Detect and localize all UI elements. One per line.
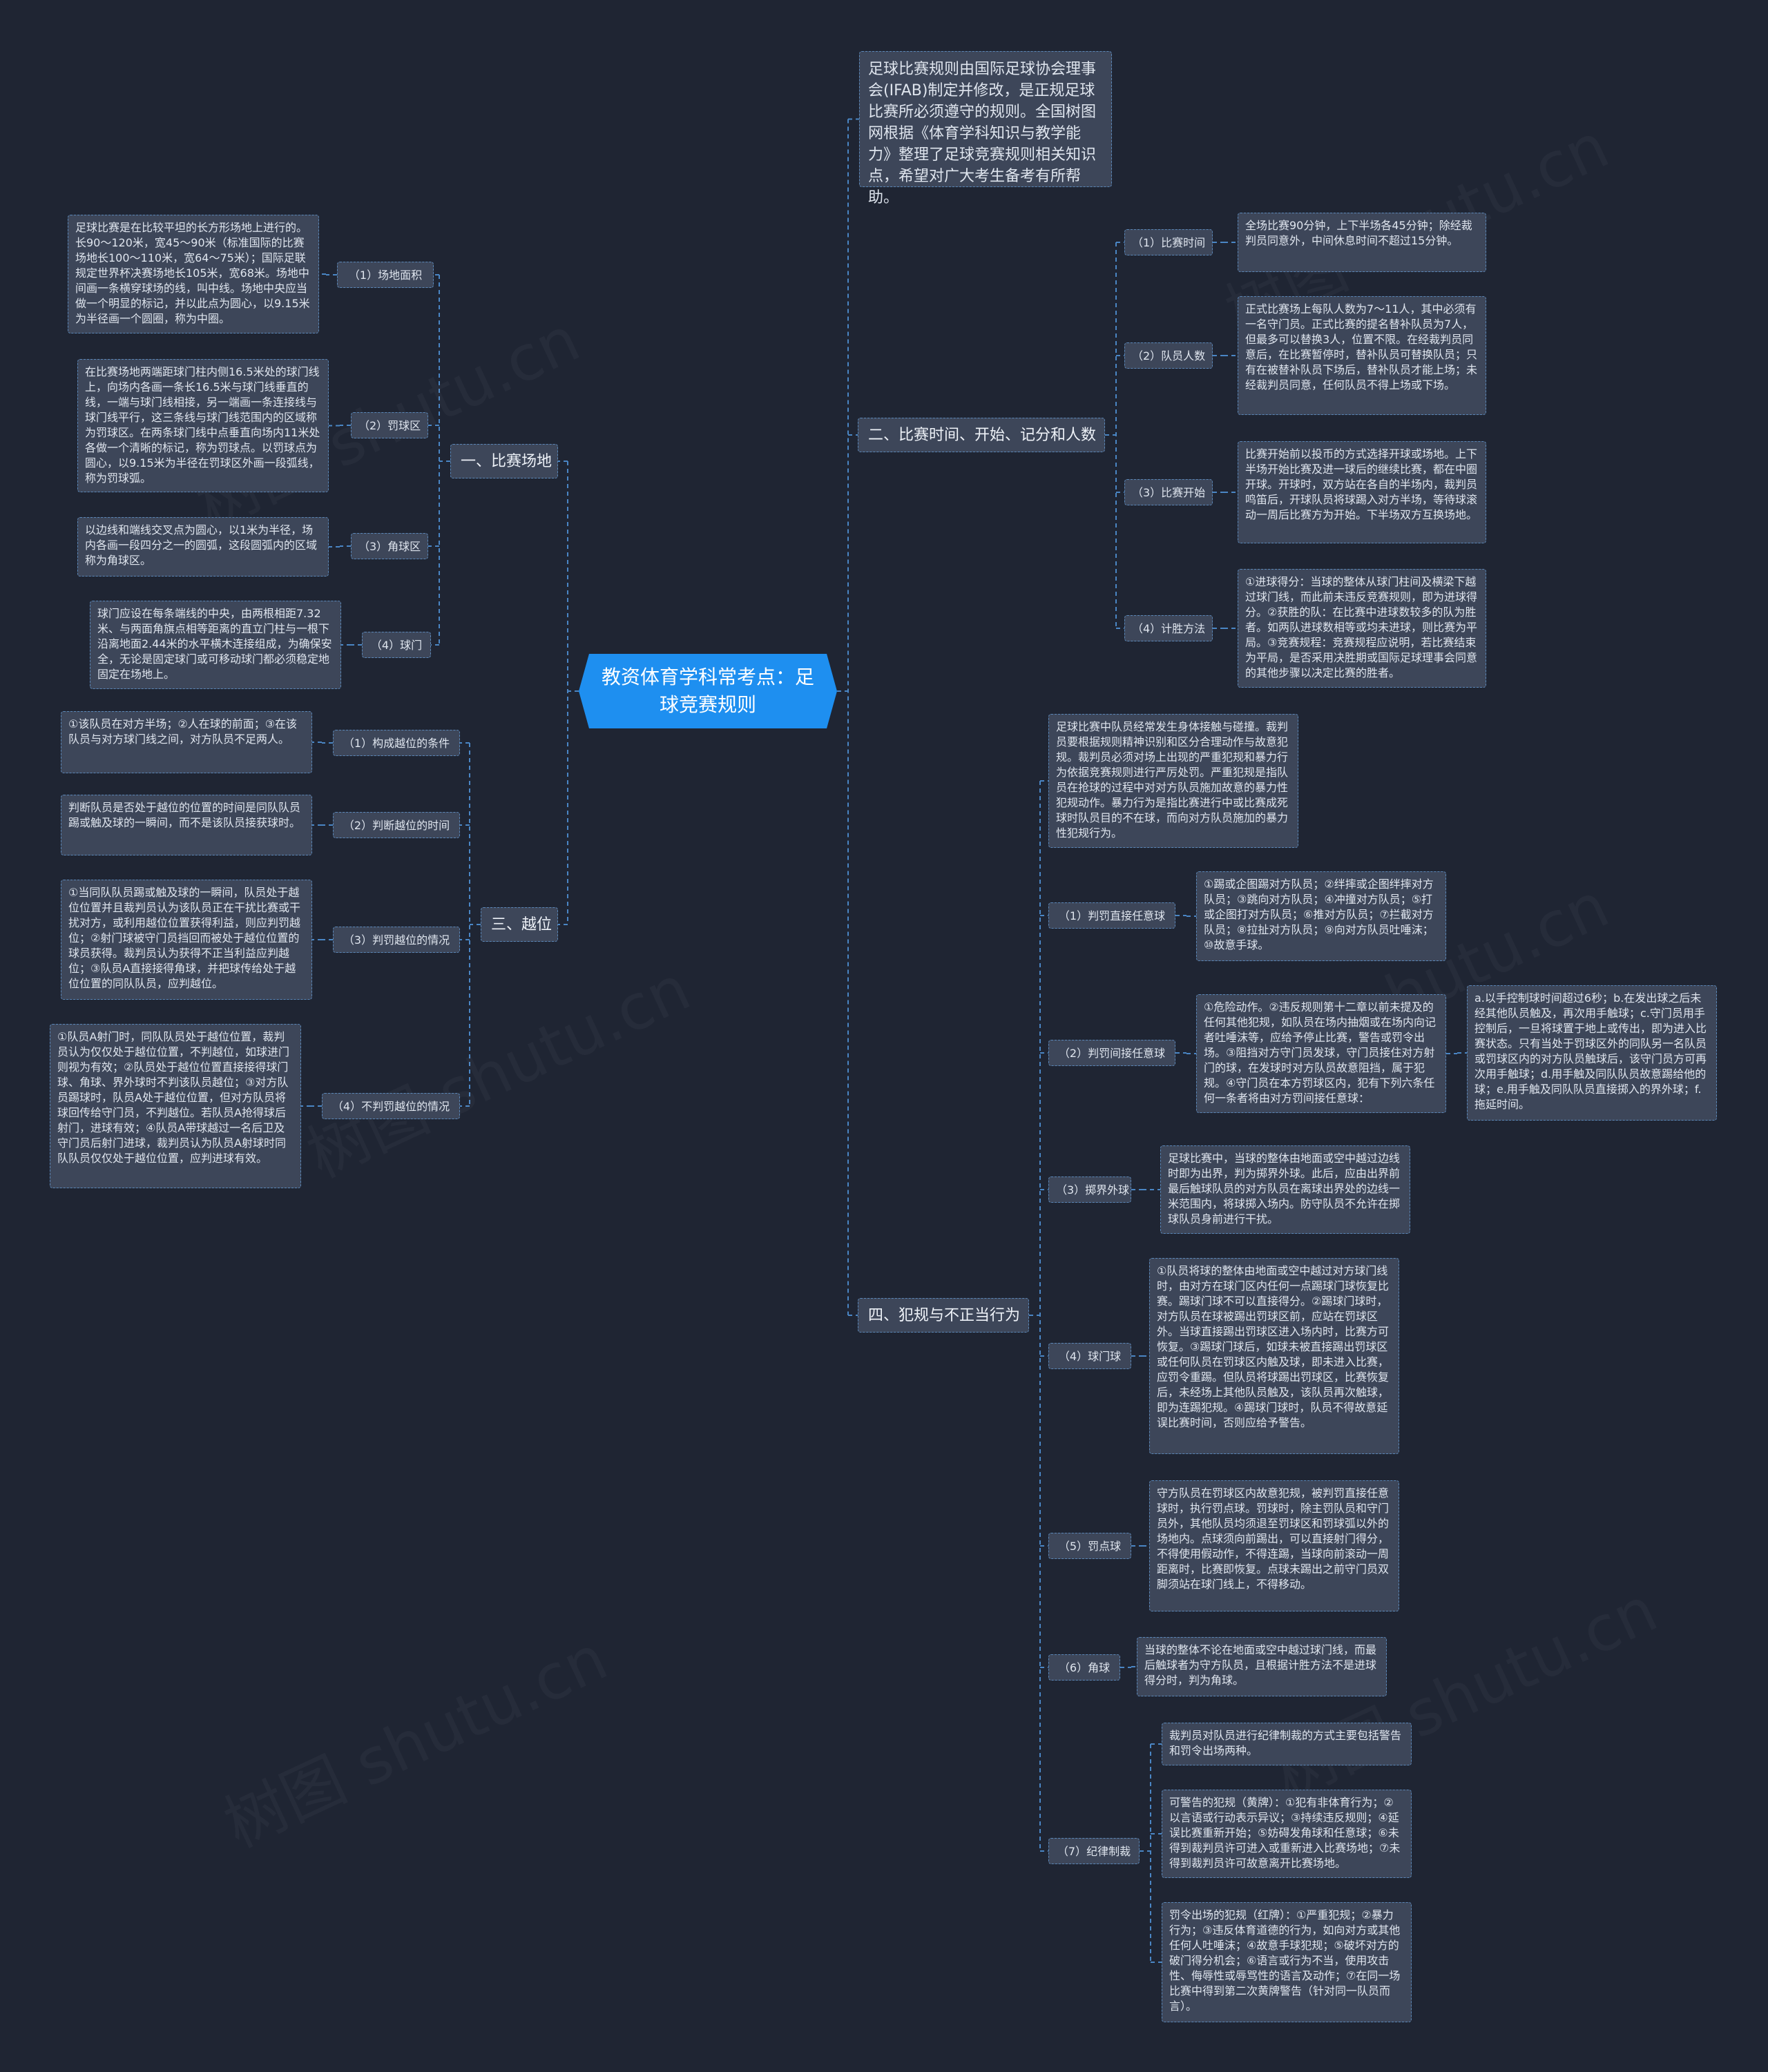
topic-match-duration[interactable]: （1）比赛时间	[1124, 229, 1213, 255]
note-kickoff[interactable]: 比赛开始前以投币的方式选择开球或场地。上下半场开始比赛及进一球后的继续比赛，都在…	[1238, 441, 1486, 543]
topic-offside-not-penalized[interactable]: （4）不判罚越位的情况	[322, 1093, 460, 1119]
topic-winning-method[interactable]: （4）计胜方法	[1124, 615, 1213, 641]
note-sanction-types[interactable]: 裁判员对队员进行纪律制裁的方式主要包括警告和罚令出场两种。	[1162, 1723, 1412, 1765]
branch-offside[interactable]: 三、越位	[481, 907, 558, 942]
topic-offside-timing[interactable]: （2）判断越位的时间	[333, 812, 460, 838]
topic-corner-kick[interactable]: （6）角球	[1048, 1654, 1120, 1681]
note-goal-kick[interactable]: ①队员将球的整体由地面或空中越过对方球门线时，由对方在球门区内任何一点踢球门球恢…	[1149, 1258, 1399, 1454]
note-winning-method[interactable]: ①进球得分：当球的整体从球门柱间及横梁下越过球门线，而此前未违反竞赛规则，即为进…	[1238, 569, 1486, 688]
note-field-area[interactable]: 足球比赛是在比较平坦的长方形场地上进行的。长90～120米，宽45～90米（标准…	[68, 215, 319, 333]
topic-indirect-free-kick[interactable]: （2）判罚间接任意球	[1048, 1040, 1175, 1066]
topic-disciplinary-sanctions[interactable]: （7）纪律制裁	[1048, 1838, 1140, 1864]
note-match-duration[interactable]: 全场比赛90分钟，上下半场各45分钟；除经裁判员同意外，中间休息时间不超过15分…	[1238, 213, 1486, 272]
branch-match-time[interactable]: 二、比赛时间、开始、记分和人数	[858, 418, 1105, 452]
intro-note[interactable]: 足球比赛规则由国际足球协会理事会(IFAB)制定并修改，是正规足球比赛所必须遵守…	[859, 51, 1112, 206]
topic-field-area[interactable]: （1）场地面积	[337, 262, 434, 288]
note-throw-in[interactable]: 足球比赛中，当球的整体由地面或空中越过边线时即为出界，判为掷界外球。此后，应由出…	[1160, 1145, 1410, 1234]
note-goal[interactable]: 球门应设在每条端线的中央，由两根相距7.32米、与两面角旗点相等距离的直立门柱与…	[90, 601, 341, 689]
topic-kickoff[interactable]: （3）比赛开始	[1124, 479, 1213, 505]
topic-direct-free-kick[interactable]: （1）判罚直接任意球	[1048, 902, 1175, 929]
note-direct-free-kick[interactable]: ①踢或企图踢对方队员；②绊摔或企图绊摔对方队员；③跳向对方队员；④冲撞对方队员；…	[1196, 871, 1446, 961]
note-offside-conditions[interactable]: ①该队员在对方半场；②人在球的前面；③在该队员与对方球门线之间，对方队员不足两人…	[61, 711, 312, 773]
note-penalty-area[interactable]: 在比赛场地两端距球门柱内侧16.5米处的球门线上，向场内各画一条长16.5米与球…	[77, 359, 329, 492]
note-red-card-offences[interactable]: 罚令出场的犯规（红牌）：①严重犯规；②暴力行为；③违反体育道德的行为，如向对方或…	[1162, 1902, 1412, 2022]
note-corner-area[interactable]: 以边线和端线交叉点为圆心，以1米为半径，场内各画一段四分之一的圆弧，这段圆弧内的…	[77, 517, 329, 577]
topic-corner-area[interactable]: （3）角球区	[351, 533, 428, 559]
topic-penalty-area[interactable]: （2）罚球区	[351, 412, 428, 438]
topic-goal[interactable]: （4）球门	[362, 632, 431, 658]
note-yellow-card-offences[interactable]: 可警告的犯规（黄牌）：①犯有非体育行为；②以言语或行动表示异议；③持续违反规则；…	[1162, 1790, 1412, 1878]
note-penalty-kick[interactable]: 守方队员在罚球区内故意犯规，被判罚直接任意球时，执行罚点球。罚球时，除主罚队员和…	[1149, 1480, 1399, 1611]
topic-penalty-kick[interactable]: （5）罚点球	[1048, 1533, 1131, 1559]
note-offside-penalized[interactable]: ①当同队队员踢或触及球的一瞬间，队员处于越位位置并且裁判员认为该队员正在干扰比赛…	[61, 880, 312, 1000]
note-player-count[interactable]: 正式比赛场上每队人数为7～11人，其中必须有一名守门员。正式比赛的提名替补队员为…	[1238, 296, 1486, 415]
note-offside-timing[interactable]: 判断队员是否处于越位的位置的时间是同队队员踢或触及球的一瞬间，而不是该队员接获球…	[61, 795, 312, 855]
note-goalkeeper-offences[interactable]: a.以手控制球时间超过6秒；b.在发出球之后未经其他队员触及，再次用手触球；c.…	[1467, 985, 1717, 1121]
topic-offside-conditions[interactable]: （1）构成越位的条件	[333, 730, 460, 756]
topic-throw-in[interactable]: （3）掷界外球	[1048, 1177, 1131, 1203]
branch-field[interactable]: 一、比赛场地	[450, 444, 558, 478]
note-fouls-intro[interactable]: 足球比赛中队员经常发生身体接触与碰撞。裁判员要根据规则精神识别和区分合理动作与故…	[1048, 714, 1298, 848]
root-topic[interactable]: 教资体育学科常考点：足球竞赛规则	[579, 654, 837, 728]
note-corner-kick[interactable]: 当球的整体不论在地面或空中越过球门线，而最后触球者为守方队员，且根据计胜方法不是…	[1137, 1637, 1387, 1696]
topic-offside-penalized[interactable]: （3）判罚越位的情况	[333, 927, 460, 953]
topic-player-count[interactable]: （2）队员人数	[1124, 342, 1213, 369]
branch-fouls[interactable]: 四、犯规与不正当行为	[858, 1298, 1029, 1333]
note-indirect-free-kick[interactable]: ①危险动作。②违反规则第十二章以前未提及的任何其他犯规，如队员在场内抽烟或在场内…	[1196, 994, 1446, 1113]
topic-goal-kick[interactable]: （4）球门球	[1048, 1343, 1131, 1369]
note-offside-not-penalized[interactable]: ①队员A射门时，同队队员处于越位位置，裁判员认为仅仅处于越位位置，不判越位，如球…	[50, 1024, 301, 1188]
